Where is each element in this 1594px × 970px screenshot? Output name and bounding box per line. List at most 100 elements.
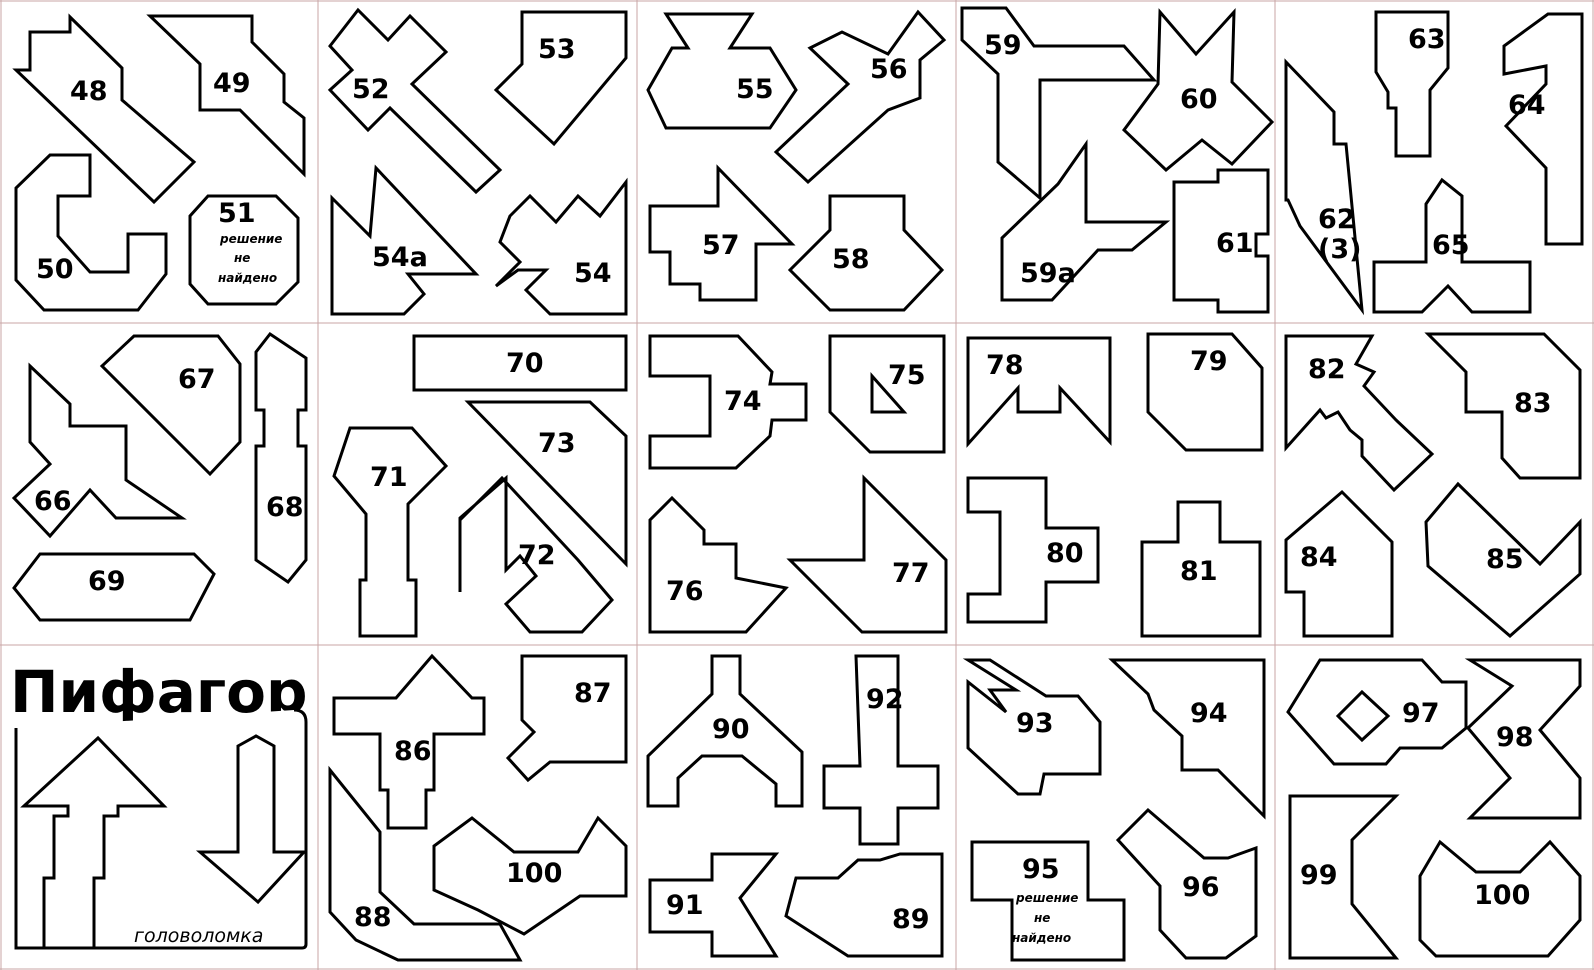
svg-text:54a: 54a	[372, 242, 428, 273]
puzzle-70: 70	[412, 334, 628, 392]
puzzle-82: 82	[1284, 334, 1435, 493]
svg-text:53: 53	[538, 34, 576, 65]
svg-text:92: 92	[866, 684, 904, 715]
puzzle-64: 64	[1502, 12, 1584, 246]
puzzle-66: 66	[11, 362, 187, 539]
puzzle-71: 71	[332, 426, 449, 638]
puzzle-83: 83	[1424, 332, 1582, 480]
puzzle-90: 90	[646, 654, 804, 808]
svg-text:54: 54	[574, 258, 612, 289]
svg-text:81: 81	[1180, 556, 1218, 587]
puzzle-75: 75	[828, 334, 946, 454]
svg-text:58: 58	[832, 244, 870, 275]
svg-text:решение: решение	[1015, 891, 1078, 905]
puzzle-91: 91	[648, 852, 780, 958]
svg-text:69: 69	[88, 566, 126, 597]
svg-text:59: 59	[984, 30, 1022, 61]
svg-text:найдено: найдено	[218, 271, 277, 285]
svg-text:91: 91	[666, 890, 704, 921]
svg-text:49: 49	[213, 68, 251, 99]
arrow-up-icon	[20, 735, 168, 950]
puzzle-100-second: 100	[1418, 839, 1582, 958]
svg-text:95: 95	[1022, 854, 1060, 885]
puzzle-81: 81	[1140, 500, 1262, 638]
puzzle-98: 98	[1464, 658, 1582, 820]
svg-text:найдено: найдено	[1012, 931, 1071, 945]
svg-text:62: 62	[1318, 204, 1356, 235]
puzzle-49: 49	[146, 14, 306, 178]
puzzle-61: 61	[1172, 168, 1270, 314]
svg-text:64: 64	[1508, 90, 1546, 121]
puzzle-56: 56	[773, 9, 947, 185]
svg-text:80: 80	[1046, 538, 1084, 569]
svg-text:57: 57	[702, 230, 740, 261]
svg-text:94: 94	[1190, 698, 1228, 729]
puzzle-89: 89	[784, 852, 944, 958]
svg-text:73: 73	[538, 428, 576, 459]
puzzle-92: 92	[822, 654, 940, 846]
puzzle-87: 87	[505, 654, 628, 783]
svg-text:88: 88	[354, 902, 392, 933]
puzzle-65: 65	[1372, 177, 1532, 314]
svg-text:(3): (3)	[1318, 234, 1361, 265]
puzzle-59: 59	[960, 6, 1158, 202]
puzzle-63: 63	[1374, 10, 1450, 158]
puzzle-62: 62 (3)	[1284, 58, 1365, 316]
arrow-down-icon	[195, 734, 308, 905]
puzzle-80: 80	[966, 476, 1100, 624]
puzzle-94: 94	[1108, 658, 1266, 820]
puzzle-96: 96	[1115, 807, 1258, 960]
svg-text:96: 96	[1182, 872, 1220, 903]
svg-text:51: 51	[218, 198, 256, 229]
svg-text:68: 68	[266, 492, 304, 523]
svg-text:75: 75	[888, 360, 926, 391]
puzzle-48: 48	[12, 13, 197, 205]
svg-text:100: 100	[1474, 880, 1530, 911]
puzzle-60: 60	[1122, 7, 1275, 173]
svg-text:90: 90	[712, 714, 750, 745]
svg-text:50: 50	[36, 254, 74, 285]
svg-text:79: 79	[1190, 346, 1228, 377]
puzzle-100: 100	[432, 815, 628, 936]
svg-text:56: 56	[870, 54, 908, 85]
svg-text:93: 93	[1016, 708, 1054, 739]
svg-text:99: 99	[1300, 860, 1338, 891]
puzzle-67: 67	[99, 334, 242, 477]
puzzle-54a: 54a	[330, 164, 480, 316]
puzzle-52: 52	[327, 7, 503, 195]
puzzle-53: 53	[493, 10, 628, 147]
svg-text:71: 71	[370, 462, 408, 493]
puzzle-72: 72	[458, 474, 615, 634]
svg-text:89: 89	[892, 904, 930, 935]
svg-text:84: 84	[1300, 542, 1338, 573]
puzzle-95: 95 решение не найдено	[970, 840, 1126, 962]
svg-text:77: 77	[892, 558, 930, 589]
puzzle-57: 57	[648, 164, 796, 302]
puzzle-74: 74	[648, 334, 808, 470]
puzzle-59a: 59a	[1000, 139, 1171, 302]
puzzle-99: 99	[1288, 794, 1400, 960]
brand-block: Пифагор головоломка	[10, 658, 308, 950]
svg-text:76: 76	[666, 576, 704, 607]
svg-text:61: 61	[1216, 228, 1254, 259]
puzzle-84: 84	[1284, 489, 1394, 638]
svg-text:не: не	[1034, 911, 1050, 925]
svg-text:не: не	[234, 251, 250, 265]
brand-subtitle: головоломка	[134, 925, 263, 947]
svg-text:67: 67	[178, 364, 216, 395]
puzzle-68: 68	[254, 331, 308, 585]
svg-text:решение: решение	[219, 232, 282, 246]
svg-text:98: 98	[1496, 722, 1534, 753]
puzzle-55: 55	[646, 12, 798, 130]
svg-text:70: 70	[506, 348, 544, 379]
svg-text:86: 86	[394, 736, 432, 767]
svg-text:82: 82	[1308, 354, 1346, 385]
puzzle-85: 85	[1424, 481, 1582, 638]
svg-text:85: 85	[1486, 544, 1524, 575]
svg-text:55: 55	[736, 74, 774, 105]
svg-text:78: 78	[986, 350, 1024, 381]
svg-text:72: 72	[518, 540, 556, 571]
puzzle-76: 76	[648, 495, 789, 634]
